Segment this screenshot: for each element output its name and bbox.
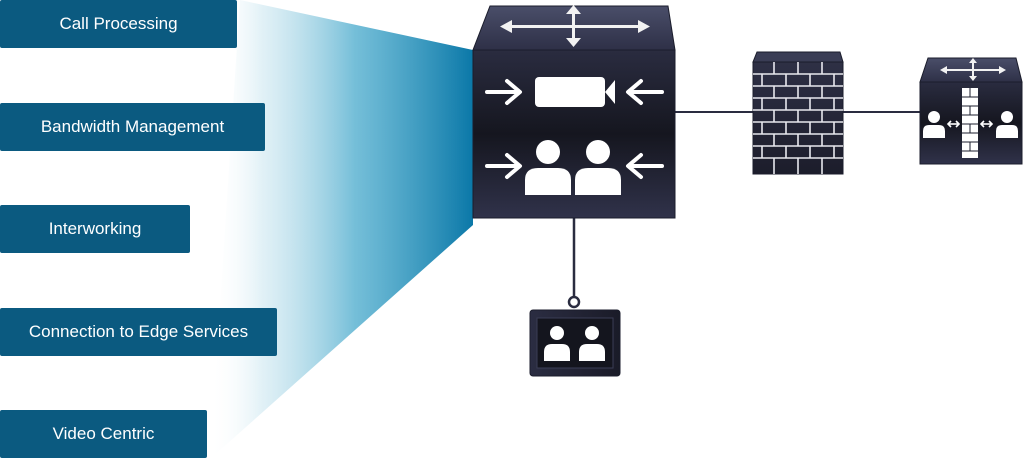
feature-call-processing: Call Processing <box>0 0 237 48</box>
endpoint-camera-icon <box>567 295 581 309</box>
edge-exchange-arrows-icon <box>946 120 994 128</box>
firewall-device[interactable] <box>752 51 844 175</box>
arrow-right-icon <box>485 79 522 105</box>
routing-arrows-icon <box>500 5 650 47</box>
edge-user-left-icon <box>923 111 945 138</box>
feature-beam <box>210 0 473 459</box>
edge-routing-arrows-icon <box>940 58 1006 81</box>
feature-video-centric: Video Centric <box>0 410 207 458</box>
firewall-bricks-icon <box>753 62 843 174</box>
video-endpoint-device[interactable] <box>529 295 621 377</box>
feature-label: Call Processing <box>59 14 178 33</box>
feature-label: Interworking <box>48 219 142 238</box>
feature-label: Video Centric <box>52 424 155 443</box>
feature-label: Connection to Edge Services <box>28 322 249 341</box>
edge-gateway-device[interactable] <box>919 57 1023 165</box>
firewall-top <box>752 51 844 63</box>
feature-interworking: Interworking <box>0 205 190 253</box>
feature-connection-to-edge-services: Connection to Edge Services <box>0 308 277 356</box>
feature-bandwidth-management: Bandwidth Management <box>0 103 265 151</box>
arrow-right-icon <box>485 153 522 179</box>
edge-wall-icon <box>962 88 978 158</box>
endpoint-users-icon <box>544 326 605 361</box>
main-device[interactable] <box>472 5 676 219</box>
main-device-front <box>472 49 676 219</box>
users-icon <box>525 140 621 195</box>
feature-label: Bandwidth Management <box>40 117 225 136</box>
edge-user-right-icon <box>996 111 1018 138</box>
arrow-left-icon <box>626 79 664 105</box>
video-camera-icon <box>535 77 615 107</box>
arrow-left-icon <box>626 153 664 179</box>
